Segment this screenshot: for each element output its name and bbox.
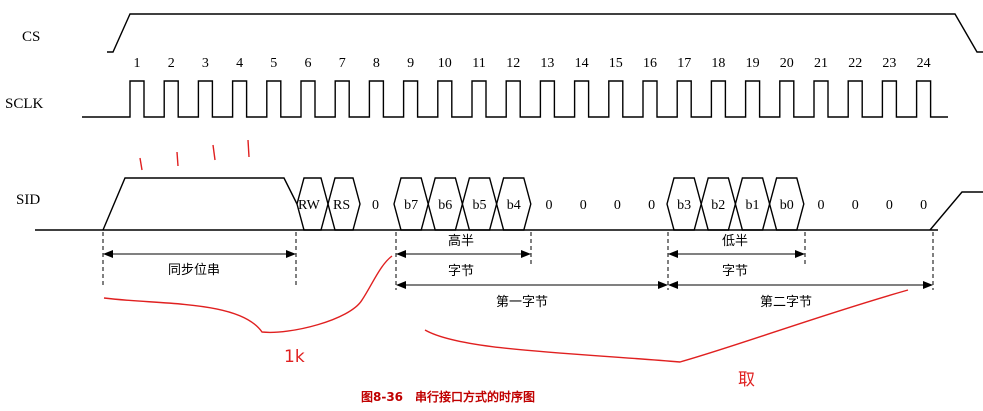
cs-label: CS: [22, 29, 40, 45]
sclk-waveform: [82, 80, 948, 118]
zero-bits: 0 0 0 0 0 0 0 0: [546, 198, 928, 213]
zero-after-rs: 0: [372, 198, 379, 213]
clock-number: 21: [814, 56, 828, 71]
high-bit-cell: [495, 177, 532, 231]
low-half-label: 低半: [722, 234, 748, 249]
low-bit-text: b3: [677, 198, 691, 213]
zero-bit: 0: [886, 198, 893, 213]
red-annotations: [103, 139, 909, 363]
clock-number: 3: [202, 56, 209, 71]
zero-bit: 0: [920, 198, 927, 213]
second-byte-label: 第二字节: [760, 295, 812, 310]
annotation-left: 1k: [284, 347, 305, 367]
clock-number: 22: [848, 56, 862, 71]
clock-number: 11: [472, 56, 485, 71]
byte2-label: 字节: [722, 264, 748, 279]
clock-number: 8: [373, 56, 380, 71]
clock-number: 14: [575, 56, 589, 71]
zero-bit: 0: [852, 198, 859, 213]
clock-number: 24: [917, 56, 931, 71]
clock-number: 19: [746, 56, 760, 71]
clock-number: 5: [270, 56, 277, 71]
clock-number: 6: [305, 56, 312, 71]
high-bit-cells: b7 b6 b5 b4: [393, 177, 532, 231]
clock-number: 2: [168, 56, 175, 71]
annotation-right: 取: [738, 370, 755, 390]
low-bit-cells: b3 b2 b1 b0: [666, 177, 805, 231]
byte1-label: 字节: [448, 264, 474, 279]
high-half-label: 高半: [448, 233, 474, 249]
clock-number: 9: [407, 56, 414, 71]
low-bit-text: b2: [711, 198, 725, 213]
high-bit-text: b7: [404, 198, 418, 213]
clock-number: 15: [609, 56, 623, 71]
high-bit-text: b5: [473, 198, 487, 213]
sid-sync-pulse: [102, 177, 298, 231]
sid-label: SID: [16, 192, 40, 208]
zero-bit: 0: [580, 198, 587, 213]
zero-bit: 0: [546, 198, 553, 213]
first-byte-label: 第一字节: [496, 295, 548, 310]
rs-text: RS: [333, 198, 350, 213]
high-bit-text: b6: [438, 198, 452, 213]
sync-label: 同步位串: [168, 263, 220, 278]
clock-number: 4: [236, 56, 243, 71]
zero-bit: 0: [818, 198, 825, 213]
low-bit-cell: [768, 177, 805, 231]
clock-number: 13: [540, 56, 554, 71]
clock-number: 1: [134, 56, 141, 71]
clock-number: 18: [711, 56, 725, 71]
sid-end-edge: [929, 191, 983, 231]
clock-number: 7: [339, 56, 346, 71]
rw-text: RW: [298, 198, 321, 213]
clock-number: 20: [780, 56, 794, 71]
clock-number: 12: [506, 56, 520, 71]
zero-bit: 0: [614, 198, 621, 213]
clock-number: 16: [643, 56, 657, 71]
clock-number: 23: [882, 56, 896, 71]
sid-rs-cell: [327, 177, 361, 231]
high-bit-text: b4: [507, 198, 521, 213]
clock-number: 10: [438, 56, 452, 71]
clock-number: 17: [677, 56, 691, 71]
zero-bit: 0: [648, 198, 655, 213]
sclk-label: SCLK: [5, 96, 44, 112]
cs-waveform: [107, 13, 983, 53]
low-bit-text: b1: [746, 198, 760, 213]
low-bit-text: b0: [780, 198, 794, 213]
figure-caption: 图8-36 串行接口方式的时序图: [361, 389, 535, 404]
